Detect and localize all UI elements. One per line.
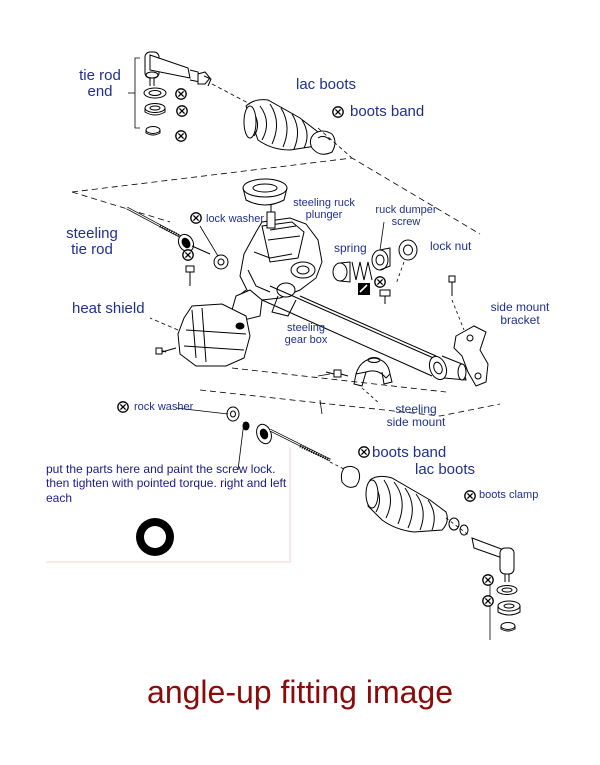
boots-clamp-label: boots clamp	[479, 489, 539, 501]
rack-plunger-part	[332, 261, 351, 283]
bottom-boots-band-part	[340, 465, 361, 488]
ruck-dumper-screw-label: ruck dumper screw	[375, 204, 437, 228]
lower-tie-rod-part	[242, 421, 331, 462]
small-bolt-dumper	[379, 289, 391, 304]
top-boots-band-part	[309, 130, 336, 155]
tie-rod-end-label: tie rod end	[79, 67, 121, 100]
steeling-tie-rod-part	[126, 206, 211, 255]
heat-shield-bolt	[155, 347, 177, 355]
boots-band-bottom-label: boots band	[372, 444, 447, 461]
rack-housing-tube-part	[261, 285, 467, 381]
gear-box-housing-part	[235, 205, 323, 317]
lock-washer-part	[213, 254, 229, 270]
lac-boots-top-label: lac boots	[296, 76, 357, 93]
page-title: angle-up fitting image	[147, 674, 453, 710]
steeling-ruck-plunger-label: steeling ruck plunger	[293, 197, 355, 221]
screw-lock-ring-icon	[136, 518, 174, 556]
heat-shield-label: heat shield	[72, 300, 145, 317]
spring-label: spring	[334, 241, 367, 255]
top-tie-rod-end-part	[144, 51, 212, 87]
steeling-gear-box-label: steeling gear box	[284, 322, 328, 346]
side-mount-bracket-label: side mount bracket	[490, 300, 550, 327]
boots-clamp-part	[448, 517, 469, 536]
small-bolt-left	[185, 265, 195, 286]
boots-band-top-label: boots band	[350, 103, 425, 120]
top-tie-rod-end-washers	[143, 87, 167, 136]
lac-boots-bottom-label: lac boots	[415, 461, 476, 478]
plunger-cap-part	[242, 178, 288, 206]
screw-lock-icon	[358, 283, 370, 295]
rock-washer-part	[226, 406, 240, 422]
steeling-tie-rod-label: steeling tie rod	[66, 225, 118, 258]
lock-washer-label: lock washer	[206, 213, 265, 225]
side-mount-bolt	[325, 369, 349, 378]
bottom-lac-boot-part	[365, 475, 448, 533]
lock-nut-label: lock nut	[430, 239, 472, 253]
bottom-tie-rod-end-part	[471, 537, 515, 582]
heat-shield-part	[177, 303, 251, 367]
side-mount-bracket-part	[448, 275, 489, 387]
screw-lock-instruction-note: put the parts here and paint the screw l…	[46, 462, 287, 505]
spring-part	[351, 261, 373, 281]
rock-washer-label: rock washer	[134, 401, 194, 413]
ruck-dumper-screw-part	[371, 247, 391, 271]
bottom-tie-rod-end-washers	[496, 585, 521, 632]
steeling-side-mount-part	[353, 357, 393, 387]
top-lac-boot-part	[243, 99, 321, 151]
steeling-side-mount-label: steeling side mount	[386, 402, 446, 429]
lock-nut-part	[398, 239, 418, 261]
